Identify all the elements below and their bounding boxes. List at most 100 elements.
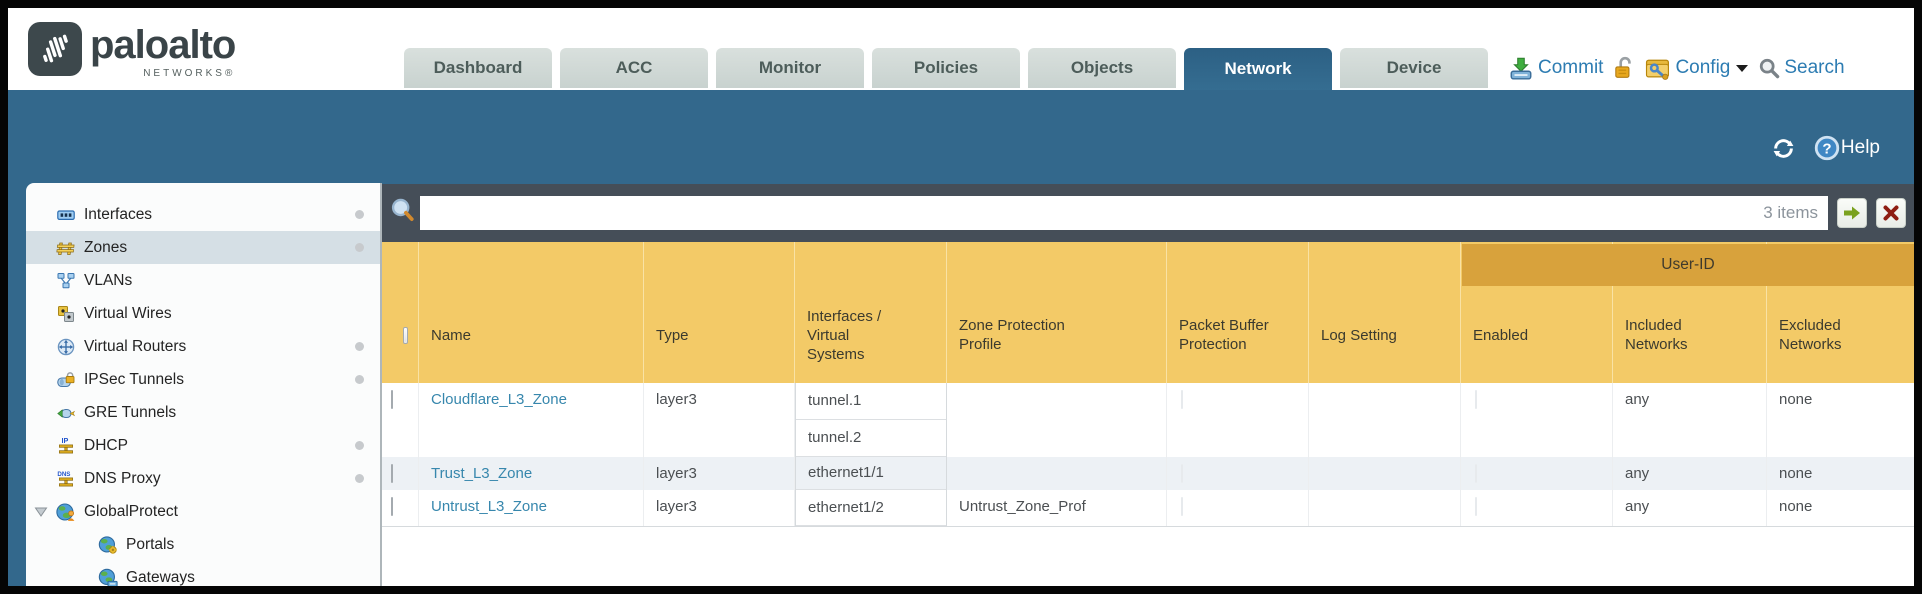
log-setting xyxy=(1309,383,1461,457)
user-id-enabled-checkbox[interactable] xyxy=(1475,390,1477,409)
virtual-routers-icon xyxy=(55,337,77,357)
sidebar-item-portals[interactable]: Portals xyxy=(26,528,380,561)
column-header-excluded-networks[interactable]: Excluded Networks xyxy=(1779,317,1842,353)
sidebar-item-interfaces[interactable]: Interfaces xyxy=(26,198,380,231)
column-header-name[interactable]: Name xyxy=(419,242,644,383)
help-button[interactable]: ? Help xyxy=(1813,134,1880,162)
excluded-networks: none xyxy=(1779,391,1813,408)
status-dot xyxy=(355,375,364,384)
excluded-networks: none xyxy=(1779,498,1813,515)
clear-filter-button[interactable] xyxy=(1876,198,1906,228)
packet-buffer-protection-checkbox[interactable] xyxy=(1181,464,1183,483)
packet-buffer-protection-checkbox[interactable] xyxy=(1181,497,1183,516)
interface-cell: tunnel.1 xyxy=(796,383,946,420)
row-checkbox[interactable] xyxy=(391,497,393,516)
zone-name-link[interactable]: Cloudflare_L3_Zone xyxy=(431,391,567,408)
table-row: Trust_L3_Zone layer3 ethernet1/1 any non… xyxy=(382,457,1914,490)
column-header-interfaces[interactable]: Interfaces / Virtual Systems xyxy=(795,242,947,383)
ipsec-tunnels-icon xyxy=(55,370,77,390)
status-dot xyxy=(355,441,364,450)
sidebar-item-ipsec-tunnels[interactable]: IPSec Tunnels xyxy=(26,363,380,396)
tab-policies[interactable]: Policies xyxy=(872,48,1020,88)
user-id-enabled-checkbox[interactable] xyxy=(1475,497,1477,516)
filter-bar: 3 items xyxy=(382,184,1914,242)
table-row: Cloudflare_L3_Zone layer3 tunnel.1 tunne… xyxy=(382,383,1914,457)
apply-filter-button[interactable] xyxy=(1837,198,1867,228)
dhcp-icon: IP xyxy=(55,436,77,456)
refresh-button[interactable] xyxy=(1770,135,1797,162)
apply-filter-arrow-icon xyxy=(1844,206,1860,220)
zone-type: layer3 xyxy=(644,457,795,490)
gre-tunnels-icon xyxy=(55,403,77,423)
top-bar: paloalto NETWORKS® Dashboard ACC Monitor… xyxy=(8,8,1914,90)
interface-cell: ethernet1/1 xyxy=(796,457,946,490)
row-checkbox[interactable] xyxy=(391,390,393,409)
paloalto-logo: paloalto NETWORKS® xyxy=(28,22,236,79)
zones-icon xyxy=(55,238,77,258)
select-all-header-cell xyxy=(382,242,419,383)
sidebar-item-globalprotect[interactable]: GlobalProtect xyxy=(26,495,380,528)
tab-acc[interactable]: ACC xyxy=(560,48,708,88)
interface-cell: ethernet1/2 xyxy=(796,490,946,526)
sidebar-item-virtual-wires[interactable]: Virtual Wires xyxy=(26,297,380,330)
zone-type: layer3 xyxy=(644,490,795,526)
sidebar-item-gateways[interactable]: Gateways xyxy=(26,561,380,586)
main-content: 3 items User-ID Name Type Interfa xyxy=(382,184,1914,586)
tab-objects[interactable]: Objects xyxy=(1028,48,1176,88)
user-id-enabled-checkbox[interactable] xyxy=(1475,464,1477,483)
column-header-included-networks[interactable]: Included Networks xyxy=(1613,242,1767,383)
table-row: Untrust_L3_Zone layer3 ethernet1/2 Untru… xyxy=(382,490,1914,527)
zone-protection-profile: Untrust_Zone_Prof xyxy=(947,490,1167,526)
network-sidebar: Interfaces Zones xyxy=(26,183,382,586)
caret-down-icon xyxy=(1736,64,1749,72)
commit-button[interactable]: Commit xyxy=(1508,55,1603,81)
commit-icon xyxy=(1510,57,1532,80)
zone-type: layer3 xyxy=(644,383,795,457)
included-networks: any xyxy=(1613,490,1767,526)
sidebar-item-vlans[interactable]: VLANs xyxy=(26,264,380,297)
help-icon: ? xyxy=(1814,135,1840,161)
status-dot xyxy=(355,474,364,483)
item-count: 3 items xyxy=(1763,203,1818,222)
select-all-checkbox[interactable] xyxy=(403,326,408,344)
search-button[interactable]: Search xyxy=(1758,57,1845,80)
config-menu-button[interactable]: Config xyxy=(1645,56,1749,81)
column-header-type[interactable]: Type xyxy=(644,242,795,383)
app-window: paloalto NETWORKS® Dashboard ACC Monitor… xyxy=(8,8,1914,586)
status-dot xyxy=(355,243,364,252)
top-actions: Commit Config xyxy=(1508,55,1845,81)
sidebar-item-zones[interactable]: Zones xyxy=(26,231,380,264)
lock-button[interactable] xyxy=(1613,56,1635,80)
tab-monitor[interactable]: Monitor xyxy=(716,48,864,88)
zone-name-link[interactable]: Trust_L3_Zone xyxy=(431,465,533,482)
sidebar-item-gre-tunnels[interactable]: GRE Tunnels xyxy=(26,396,380,429)
included-networks: any xyxy=(1613,383,1767,457)
column-header-packet-buffer-protection[interactable]: Packet Buffer Protection xyxy=(1167,242,1309,383)
zone-name-link[interactable]: Untrust_L3_Zone xyxy=(431,498,547,515)
zones-table-header: User-ID Name Type Interfaces / Virtual S… xyxy=(382,242,1914,383)
column-header-zone-protection-profile[interactable]: Zone Protection Profile xyxy=(947,242,1167,383)
excluded-networks: none xyxy=(1779,465,1813,482)
sidebar-item-virtual-routers[interactable]: Virtual Routers xyxy=(26,330,380,363)
tab-dashboard[interactable]: Dashboard xyxy=(404,48,552,88)
globalprotect-icon xyxy=(55,502,77,522)
tab-network[interactable]: Network xyxy=(1184,48,1332,90)
packet-buffer-protection-checkbox[interactable] xyxy=(1181,390,1183,409)
filter-input[interactable] xyxy=(420,196,1828,230)
main-tab-strip: Dashboard ACC Monitor Policies Objects N… xyxy=(404,48,1496,90)
config-icon xyxy=(1646,59,1670,80)
row-checkbox[interactable] xyxy=(391,464,393,483)
clear-filter-x-icon xyxy=(1883,205,1899,221)
column-header-enabled[interactable]: Enabled xyxy=(1461,242,1613,383)
svg-text:IP: IP xyxy=(62,436,69,445)
dns-proxy-icon: DNS xyxy=(55,469,77,489)
filter-search-icon xyxy=(390,197,416,230)
brand-name: paloalto xyxy=(90,23,236,67)
portals-icon xyxy=(97,535,119,555)
expander-triangle-icon[interactable] xyxy=(34,505,48,523)
status-dot xyxy=(355,210,364,219)
sidebar-item-dhcp[interactable]: IP DHCP xyxy=(26,429,380,462)
sidebar-item-dns-proxy[interactable]: DNS DNS Proxy xyxy=(26,462,380,495)
tab-device[interactable]: Device xyxy=(1340,48,1488,88)
column-header-log-setting[interactable]: Log Setting xyxy=(1309,242,1461,383)
